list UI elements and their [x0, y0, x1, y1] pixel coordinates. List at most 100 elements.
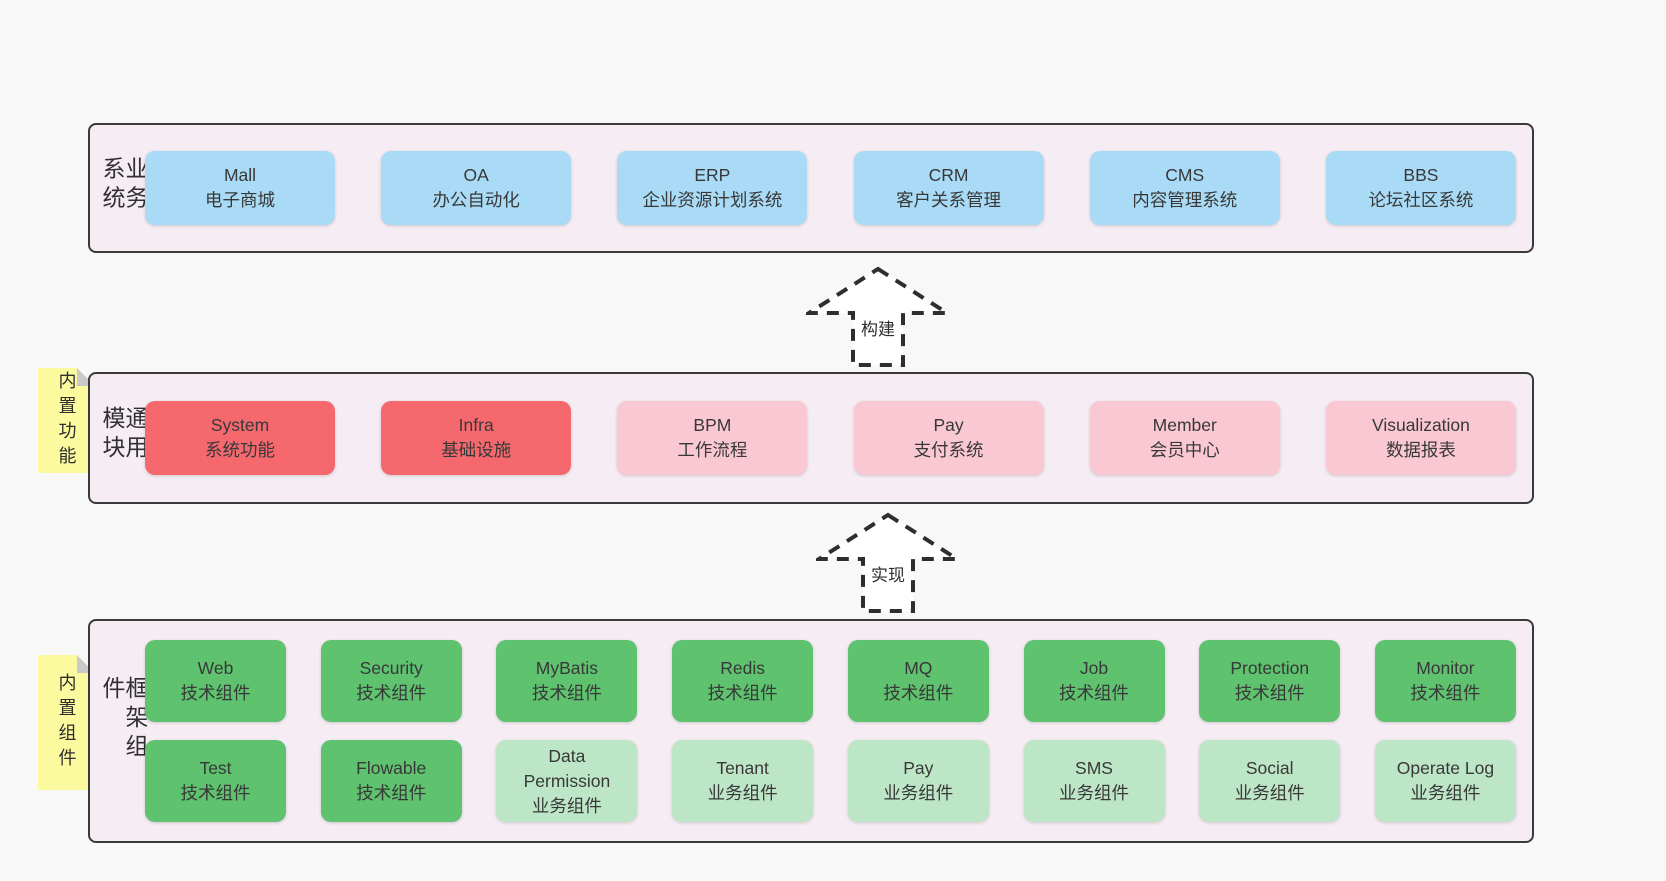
- box-subtitle: 业务组件: [1059, 783, 1130, 803]
- box-title: BPM: [693, 415, 732, 435]
- box-subtitle: 会员中心: [1149, 440, 1220, 460]
- box-sms: SMS 业务组件: [1023, 740, 1165, 822]
- box-title: BBS: [1403, 165, 1439, 185]
- box-title: Test: [199, 758, 232, 778]
- arrow-implement: 实现: [816, 512, 960, 614]
- box-subtitle: 技术组件: [180, 783, 251, 803]
- box-subtitle: 技术组件: [707, 683, 778, 703]
- box-flowable: Flowable 技术组件: [320, 740, 462, 822]
- box-subtitle: 技术组件: [356, 783, 427, 803]
- box-bbs: BBS 论坛社区系统: [1325, 151, 1516, 225]
- box-cms: CMS 内容管理系统: [1089, 151, 1280, 225]
- box-test: Test 技术组件: [145, 740, 286, 822]
- box-title: Infra: [458, 415, 494, 435]
- box-mybatis: MyBatis 技术组件: [496, 640, 638, 722]
- box-title: Visualization: [1371, 415, 1470, 435]
- box-title: Security: [359, 658, 423, 678]
- box-subtitle: 技术组件: [1234, 683, 1305, 703]
- arrow-build-label: 构建: [806, 315, 950, 340]
- band-label-common-modules: 通用模块: [99, 406, 148, 464]
- box-subtitle: 业务组件: [1234, 783, 1305, 803]
- box-title: Pay: [903, 758, 934, 778]
- box-member: Member 会员中心: [1089, 401, 1280, 475]
- box-title: Pay: [933, 415, 964, 435]
- box-subtitle: 基础设施: [441, 440, 512, 460]
- box-mall: Mall 电子商城: [145, 151, 335, 225]
- box-job: Job 技术组件: [1023, 640, 1165, 722]
- arrow-label-text: 构建: [858, 315, 898, 340]
- box-title: Operate Log: [1396, 758, 1495, 778]
- box-title: Flowable: [356, 758, 427, 778]
- box-bpm: BPM 工作流程: [617, 401, 808, 475]
- box-title: Tenant: [716, 758, 769, 778]
- box-oa: OA 办公自动化: [381, 151, 572, 225]
- box-subtitle: 业务组件: [531, 795, 602, 816]
- box-title: Protection: [1230, 658, 1310, 678]
- band-common-modules: 通用模块 System 系统功能 Infra 基础设施 BPM 工作流程 Pay…: [88, 372, 1534, 504]
- box-redis: Redis 技术组件: [672, 640, 814, 722]
- box-title: SMS: [1075, 758, 1113, 778]
- box-title: MyBatis: [535, 658, 599, 678]
- box-crm: CRM 客户关系管理: [853, 151, 1044, 225]
- box-title: MQ: [904, 658, 933, 678]
- box-monitor: Monitor 技术组件: [1374, 640, 1516, 722]
- box-subtitle: 办公自动化: [432, 190, 520, 210]
- box-title: CMS: [1165, 165, 1205, 185]
- framework-components-row-1: Web 技术组件 Security 技术组件 MyBatis 技术组件 Redi…: [145, 640, 1516, 722]
- box-mq: MQ 技术组件: [847, 640, 989, 722]
- box-subtitle: 电子商城: [205, 190, 275, 210]
- box-title: Monitor: [1416, 658, 1475, 678]
- common-modules-row: System 系统功能 Infra 基础设施 BPM 工作流程 Pay 支付系统…: [145, 401, 1516, 475]
- sticky-note-built-in-features: 内置功能: [38, 368, 95, 473]
- box-erp: ERP 企业资源计划系统: [617, 151, 808, 225]
- band-framework-components: 框架组件 Web 技术组件 Security 技术组件 MyBatis 技术组件…: [88, 619, 1534, 843]
- box-protection: Protection 技术组件: [1199, 640, 1341, 722]
- box-subtitle: 业务组件: [707, 783, 778, 803]
- note-label: 内置组件: [56, 672, 77, 773]
- box-title: Social: [1245, 758, 1294, 778]
- box-pay: Pay 支付系统: [853, 401, 1044, 475]
- box-subtitle: 系统功能: [205, 440, 275, 460]
- box-subtitle: 企业资源计划系统: [642, 190, 783, 210]
- box-title: Data Permission: [523, 745, 611, 791]
- box-operate-log: Operate Log 业务组件: [1374, 740, 1516, 822]
- box-subtitle: 技术组件: [180, 683, 251, 703]
- box-subtitle: 数据报表: [1385, 440, 1456, 460]
- box-subtitle: 论坛社区系统: [1368, 190, 1474, 210]
- framework-components-grid: Web 技术组件 Security 技术组件 MyBatis 技术组件 Redi…: [145, 640, 1516, 822]
- band-label-business-systems: 业务系统: [99, 156, 148, 215]
- box-subtitle: 业务组件: [883, 783, 954, 803]
- box-tenant: Tenant 业务组件: [672, 740, 814, 822]
- box-title: Job: [1079, 658, 1109, 678]
- business-systems-row: Mall 电子商城 OA 办公自动化 ERP 企业资源计划系统 CRM 客户关系…: [145, 151, 1516, 225]
- box-infra: Infra 基础设施: [381, 401, 572, 475]
- box-subtitle: 技术组件: [356, 683, 427, 703]
- band-label-framework-components: 框架组件: [99, 676, 148, 763]
- box-subtitle: 技术组件: [1059, 683, 1130, 703]
- box-subtitle: 技术组件: [531, 683, 602, 703]
- box-title: OA: [463, 165, 489, 185]
- box-subtitle: 支付系统: [913, 440, 984, 460]
- box-subtitle: 业务组件: [1410, 783, 1481, 803]
- box-web: Web 技术组件: [145, 640, 286, 722]
- box-subtitle: 工作流程: [677, 440, 748, 460]
- box-data-permission: Data Permission 业务组件: [496, 740, 638, 822]
- box-title: ERP: [694, 165, 731, 185]
- box-subtitle: 技术组件: [883, 683, 954, 703]
- box-visualization: Visualization 数据报表: [1325, 401, 1516, 475]
- box-title: Redis: [720, 658, 765, 678]
- note-label: 内置功能: [56, 370, 77, 471]
- box-subtitle: 内容管理系统: [1132, 190, 1238, 210]
- arrow-build: 构建: [806, 266, 950, 368]
- box-title: Web: [197, 658, 234, 678]
- box-title: Mall: [223, 165, 257, 185]
- box-system: System 系统功能: [145, 401, 335, 475]
- box-title: CRM: [928, 165, 969, 185]
- box-security: Security 技术组件: [320, 640, 462, 722]
- box-social: Social 业务组件: [1199, 740, 1341, 822]
- arrow-implement-label: 实现: [816, 561, 960, 586]
- arrow-label-text: 实现: [868, 561, 908, 586]
- box-pay-business: Pay 业务组件: [847, 740, 989, 822]
- box-title: Member: [1152, 415, 1217, 435]
